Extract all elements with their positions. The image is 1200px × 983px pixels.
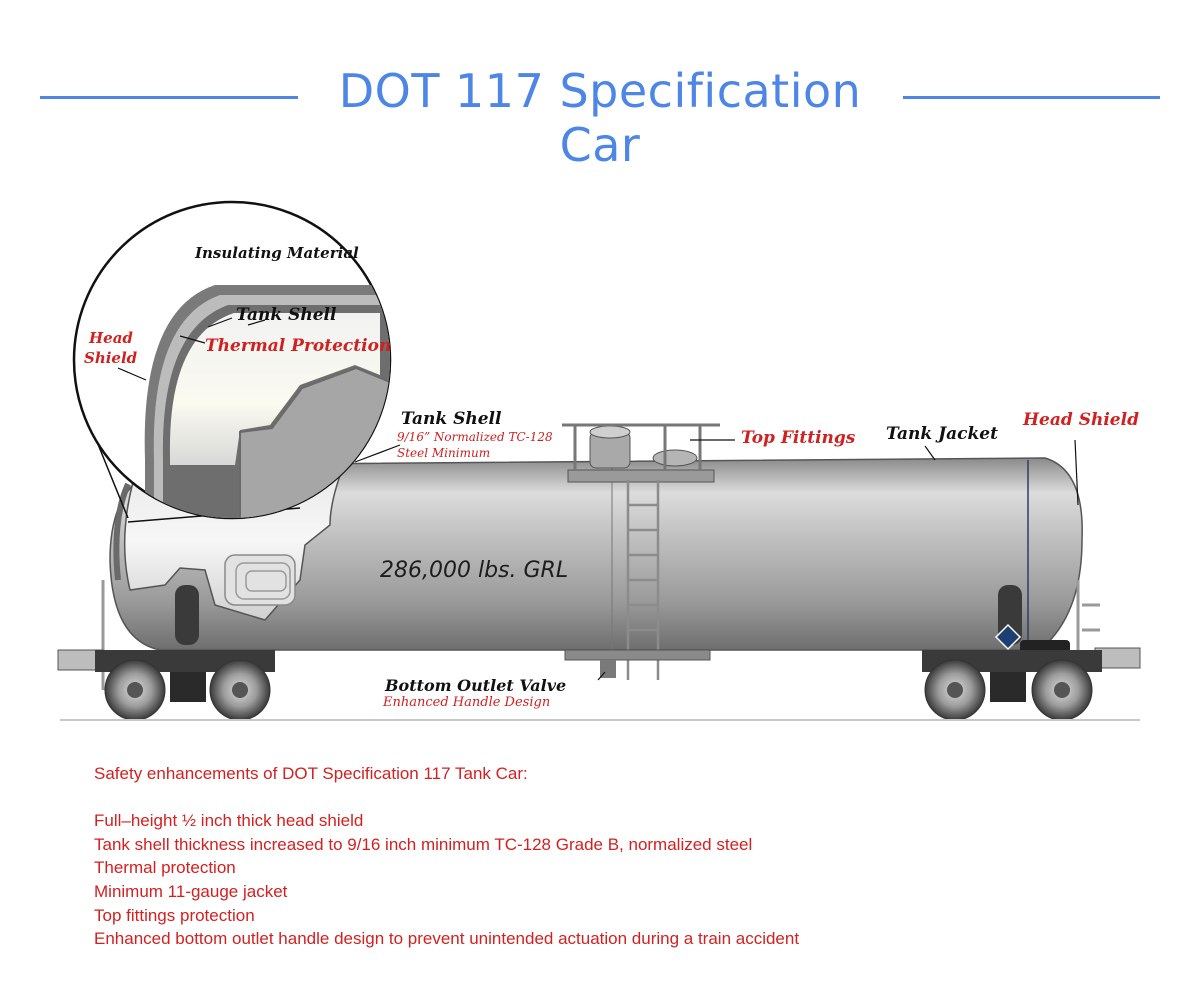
left-truck bbox=[95, 650, 275, 721]
label-inset-head-shield-1: Head bbox=[89, 329, 133, 347]
label-inset-tank-shell: Tank Shell bbox=[236, 305, 337, 325]
safety-note-item: Top fittings protection bbox=[94, 905, 255, 925]
label-bottom-outlet-sub: Enhanced Handle Design bbox=[383, 695, 551, 710]
safety-note-item: Enhanced bottom outlet handle design to … bbox=[94, 929, 800, 949]
label-insulating-material: Insulating Material bbox=[195, 244, 359, 262]
bottom-outlet-valve bbox=[564, 649, 711, 678]
safety-note-item: Full–height ½ inch thick head shield bbox=[94, 811, 364, 831]
thermal-coil bbox=[224, 554, 296, 606]
label-tank-shell: Tank Shell bbox=[401, 409, 502, 429]
label-bottom-outlet-valve: Bottom Outlet Valve bbox=[385, 676, 567, 695]
label-tank-jacket: Tank Jacket bbox=[886, 424, 998, 444]
safety-notes-intro: Safety enhancements of DOT Specification… bbox=[94, 764, 528, 783]
right-truck bbox=[922, 650, 1102, 721]
magnifier-inset bbox=[72, 200, 392, 523]
safety-notes: Safety enhancements of DOT Specification… bbox=[94, 762, 799, 951]
title-rule-left bbox=[40, 96, 298, 99]
label-tank-shell-sub1: 9/16” Normalized TC-128 bbox=[397, 430, 553, 444]
page-title: DOT 117 Specification Car bbox=[338, 64, 862, 172]
capacity-label: 286,000 lbs. GRL bbox=[380, 558, 569, 583]
callout-leaders bbox=[354, 439, 1079, 681]
ladder bbox=[626, 480, 660, 680]
label-inset-head-shield-2: Shield bbox=[84, 349, 138, 367]
label-head-shield: Head Shield bbox=[1023, 410, 1139, 430]
safety-note-item: Minimum 11-gauge jacket bbox=[94, 881, 288, 901]
safety-note-item: Tank shell thickness increased to 9/16 i… bbox=[94, 834, 753, 854]
safety-note-item: Thermal protection bbox=[94, 858, 236, 878]
title-rule-right bbox=[903, 96, 1160, 99]
placard-icon bbox=[994, 623, 1022, 651]
top-fittings bbox=[562, 423, 720, 483]
label-tank-shell-sub2: Steel Minimum bbox=[397, 446, 491, 460]
label-inset-thermal-protection: Thermal Protection bbox=[205, 336, 392, 356]
label-top-fittings: Top Fittings bbox=[741, 428, 856, 448]
